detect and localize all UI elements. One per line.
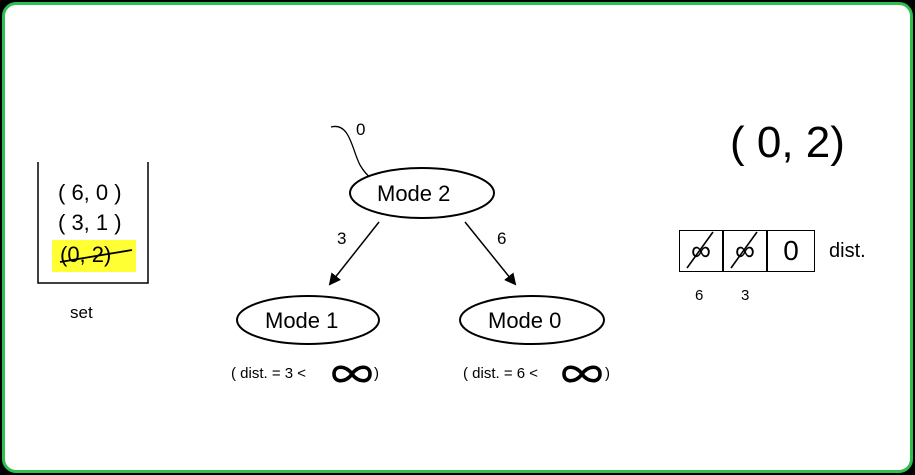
node-mode-2 <box>349 167 495 219</box>
node-mode-0 <box>459 295 605 345</box>
node-mode-1 <box>236 295 380 345</box>
condition-right: ( dist. = 6 < <box>463 365 539 382</box>
dist-cell-2: 0 <box>767 230 815 272</box>
dist-label: dist. <box>829 240 866 262</box>
set-item: ( 3, 1 ) <box>58 210 122 235</box>
edge-label-left: 3 <box>337 229 347 248</box>
condition-right-close: ) <box>605 365 610 382</box>
dist-old-value: 3 <box>741 287 750 304</box>
node-label: Mode 0 <box>488 308 562 333</box>
edge-to-mode-1 <box>328 221 380 286</box>
set-item: ( 6, 0 ) <box>58 180 122 205</box>
edge-to-mode-0 <box>464 221 517 286</box>
incoming-edge-label: 0 <box>356 120 366 139</box>
node-label: Mode 1 <box>265 308 339 333</box>
edge-label-right: 6 <box>497 229 507 248</box>
condition-left: ( dist. = 3 < <box>231 365 307 382</box>
dist-old-value: 6 <box>695 287 704 304</box>
condition-left-close: ) <box>374 365 379 382</box>
current-pair: ( 0, 2) <box>730 118 845 167</box>
set-label: set <box>70 303 93 322</box>
node-label: Mode 2 <box>377 181 451 206</box>
